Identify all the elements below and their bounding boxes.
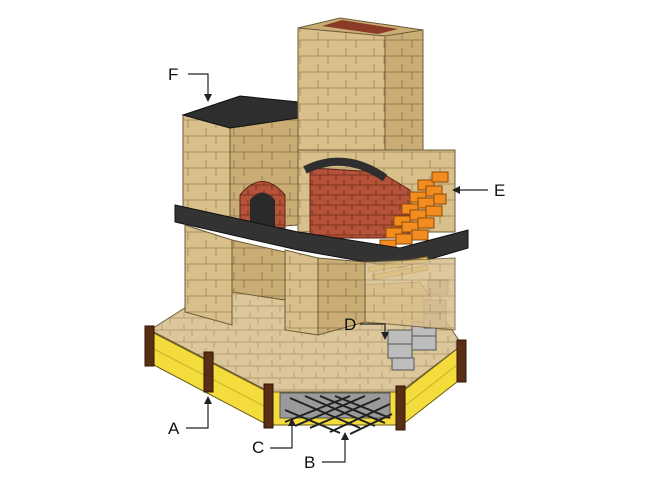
callout-f: F: [168, 65, 212, 102]
callout-label-f: F: [168, 65, 178, 84]
lower-base-right: [317, 257, 366, 336]
callout-b: B: [304, 432, 349, 472]
oven-arch: [239, 181, 286, 229]
slab-cutaway: [279, 392, 393, 435]
callout-e: E: [452, 181, 505, 200]
callout-label-e: E: [494, 181, 505, 200]
chimney-flue: [322, 20, 398, 34]
lower-base-inner: [231, 239, 286, 301]
formwork-posts: [144, 325, 467, 431]
firebox-side-bricks: [379, 171, 449, 251]
callout-label-b: B: [304, 453, 315, 472]
callout-a: A: [168, 396, 212, 438]
lower-base-middle: [284, 249, 319, 336]
callout-label-c: C: [252, 438, 264, 457]
callout-label-a: A: [168, 419, 180, 438]
callout-label-d: D: [344, 315, 356, 334]
firebox-lintel: [303, 157, 388, 182]
lower-base-left: [184, 224, 233, 326]
callout-d: D: [344, 315, 389, 340]
lower-base-block-wall: [364, 257, 456, 331]
dark-stone-ledge: [174, 204, 469, 269]
callout-c: C: [252, 418, 296, 457]
rebar-mesh: [284, 395, 393, 435]
